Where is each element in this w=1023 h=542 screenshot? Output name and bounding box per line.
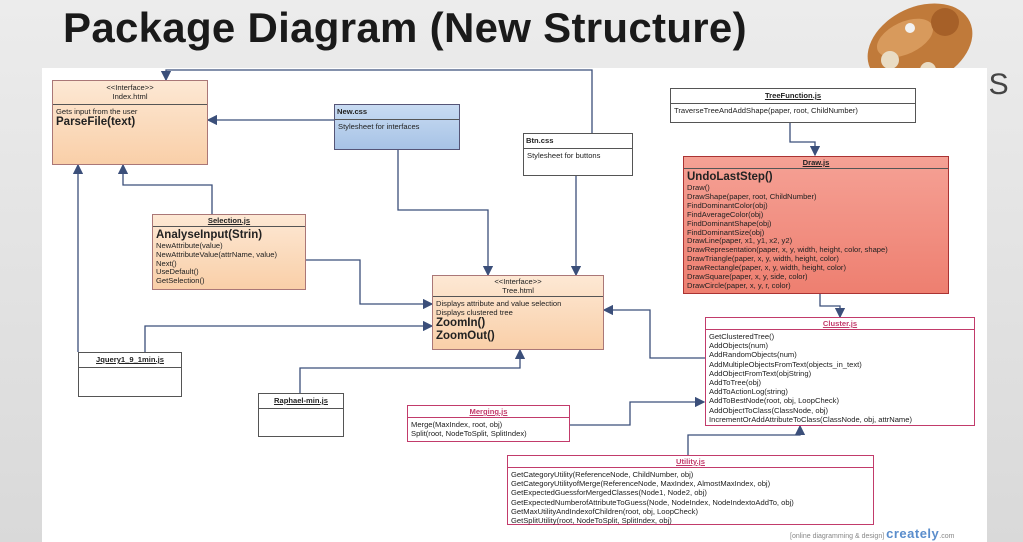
package-line: AddObjectFromText(objString) [709, 368, 812, 378]
package-line: GetClusteredTree() [709, 332, 775, 341]
stereotype-label: <<Interface>> [106, 83, 154, 92]
package-draw-js[interactable]: Draw.js UndoLastStep() Draw() DrawShape(… [683, 156, 949, 294]
package-line: GetExpectedGuessforMergedClasses(Node1, … [511, 488, 707, 498]
package-line: DrawShape(paper, root, ChildNumber) [687, 191, 817, 201]
package-name: Cluster.js [822, 319, 858, 328]
package-line: AddToBestNode(root, obj, LoopCheck) [709, 396, 840, 406]
edge-draw-cluster [819, 294, 846, 319]
package-name: Index.html [112, 92, 148, 101]
package-line: Stylesheet for interfaces [338, 122, 420, 131]
package-line: FindDominantSize(obj) [687, 227, 765, 237]
edge-cluster-tree [602, 304, 705, 359]
edge-selection-tree [306, 259, 434, 310]
stereotype-label: <<Interface>> [494, 277, 542, 286]
package-line: GetExpectedNumberofAttributeToGuess(Node… [511, 497, 794, 507]
package-line: GetCategoryUtility(ReferenceNode, ChildN… [511, 470, 694, 479]
edge-merging-cluster [570, 396, 706, 426]
creately-footer: [online diagramming & design] creately.c… [790, 526, 954, 541]
package-line: GetSelection() [156, 276, 205, 286]
package-name: Draw.js [802, 158, 830, 167]
package-line: DrawSquare(paper, x, y, side, color) [687, 272, 808, 282]
footer-tagline: [online diagramming & design] [790, 533, 885, 540]
package-line: AddObjectToClass(ClassNode, obj) [709, 405, 829, 415]
package-line: Split(root, NodeToSplit, SplitIndex) [411, 429, 527, 438]
package-name: Utility.js [676, 457, 705, 466]
package-line: Displays attribute and value selection [436, 299, 562, 308]
edge-newcss-tree [397, 150, 494, 277]
package-line: NewAttributeValue(attrName, value) [156, 249, 277, 259]
package-index-html[interactable]: <<Interface>> Index.html Gets input from… [52, 80, 208, 165]
footer-brand-suffix: .com [939, 533, 955, 540]
package-line: Merge(MaxIndex, root, obj) [411, 420, 503, 429]
package-line: DrawCircle(paper, x, y, r, color) [687, 280, 791, 290]
package-raphael-js[interactable]: Raphael-min.js [258, 393, 344, 437]
package-name: Selection.js [207, 216, 251, 225]
package-method-emphasis: ZoomOut() [436, 330, 495, 342]
edge-raphael-tree [299, 348, 526, 393]
package-name: Raphael-min.js [273, 396, 328, 405]
edge-btncss-index [160, 69, 593, 133]
package-name: Tree.html [502, 286, 534, 295]
package-line: GetSplitUtility(root, NodeToSplit, Split… [511, 516, 672, 526]
package-btn-css[interactable]: Btn.css Stylesheet for buttons [523, 133, 633, 176]
package-name: Merging.js [469, 407, 508, 416]
package-method-emphasis: ZoomIn() [436, 317, 486, 329]
package-line: FindDominantShape(obj) [687, 218, 772, 228]
package-line: DrawRectangle(paper, x, y, width, height… [687, 263, 846, 273]
package-line: AddMultipleObjectsFromText(objects_in_te… [709, 359, 862, 369]
package-cluster-js[interactable]: Cluster.js GetClusteredTree() AddObjects… [705, 317, 975, 426]
package-jquery-js[interactable]: Jquery1_9_1min.js [78, 352, 182, 397]
package-line: FindAverageColor(obj) [687, 209, 764, 219]
edge-utility-cluster [687, 424, 806, 455]
package-merging-js[interactable]: Merging.js Merge(MaxIndex, root, obj) Sp… [407, 405, 570, 442]
package-method-emphasis: ParseFile(text) [56, 116, 136, 129]
package-line: AddToActionLog(string) [709, 387, 788, 397]
package-line: AddRandomObjects(num) [709, 350, 797, 360]
package-name: Jquery1_9_1min.js [96, 355, 164, 364]
package-name: New.css [337, 107, 368, 116]
package-name: Btn.css [526, 136, 554, 145]
package-method-emphasis: AnalyseInput(Strin) [156, 229, 263, 241]
package-utility-js[interactable]: Utility.js GetCategoryUtility(ReferenceN… [507, 455, 874, 525]
package-line: Gets input from the user [56, 107, 138, 116]
package-line: TraverseTreeAndAddShape(paper, root, Chi… [674, 106, 858, 115]
package-tree-html[interactable]: <<Interface>> Tree.html Displays attribu… [432, 275, 604, 350]
package-line: Next() [156, 258, 177, 268]
package-line: GetMaxUtilityAndIndexofChildren(root, ob… [511, 506, 698, 516]
package-line: AddObjects(num) [709, 341, 769, 351]
package-line: DrawTriangle(paper, x, y, width, height,… [687, 254, 839, 264]
package-line: DrawLine(paper, x1, y1, x2, y2) [687, 236, 793, 246]
edge-selection-index [117, 163, 213, 214]
package-selection-js[interactable]: Selection.js AnalyseInput(Strin) NewAttr… [152, 214, 306, 290]
package-line: DrawRepresentation(paper, x, y, width, h… [687, 245, 888, 255]
edge-treefunction-draw [789, 110, 821, 157]
package-line: Displays clustered tree [436, 308, 513, 317]
package-line: AddToTree(obj) [709, 378, 762, 388]
package-name: TreeFunction.js [764, 91, 822, 100]
package-line: IncrementOrAddAttributeToClass(ClassNode… [709, 414, 912, 424]
footer-brand: creately [886, 526, 940, 541]
package-method-emphasis: UndoLastStep() [687, 171, 773, 183]
edge-jquery-tree [144, 320, 434, 352]
package-line: NewAttribute(value) [156, 241, 223, 250]
package-new-css[interactable]: New.css Stylesheet for interfaces [334, 104, 460, 150]
package-line: GetCategoryUtilityofMerge(ReferenceNode,… [511, 479, 771, 489]
slide-title: Package Diagram (New Structure) [63, 4, 747, 51]
package-line: Stylesheet for buttons [527, 151, 601, 160]
package-line: Draw() [687, 183, 710, 192]
package-treefunction-js[interactable]: TreeFunction.js TraverseTreeAndAddShape(… [670, 88, 916, 123]
package-line: UseDefault() [156, 267, 199, 277]
package-line: FindDominantColor(obj) [687, 200, 768, 210]
